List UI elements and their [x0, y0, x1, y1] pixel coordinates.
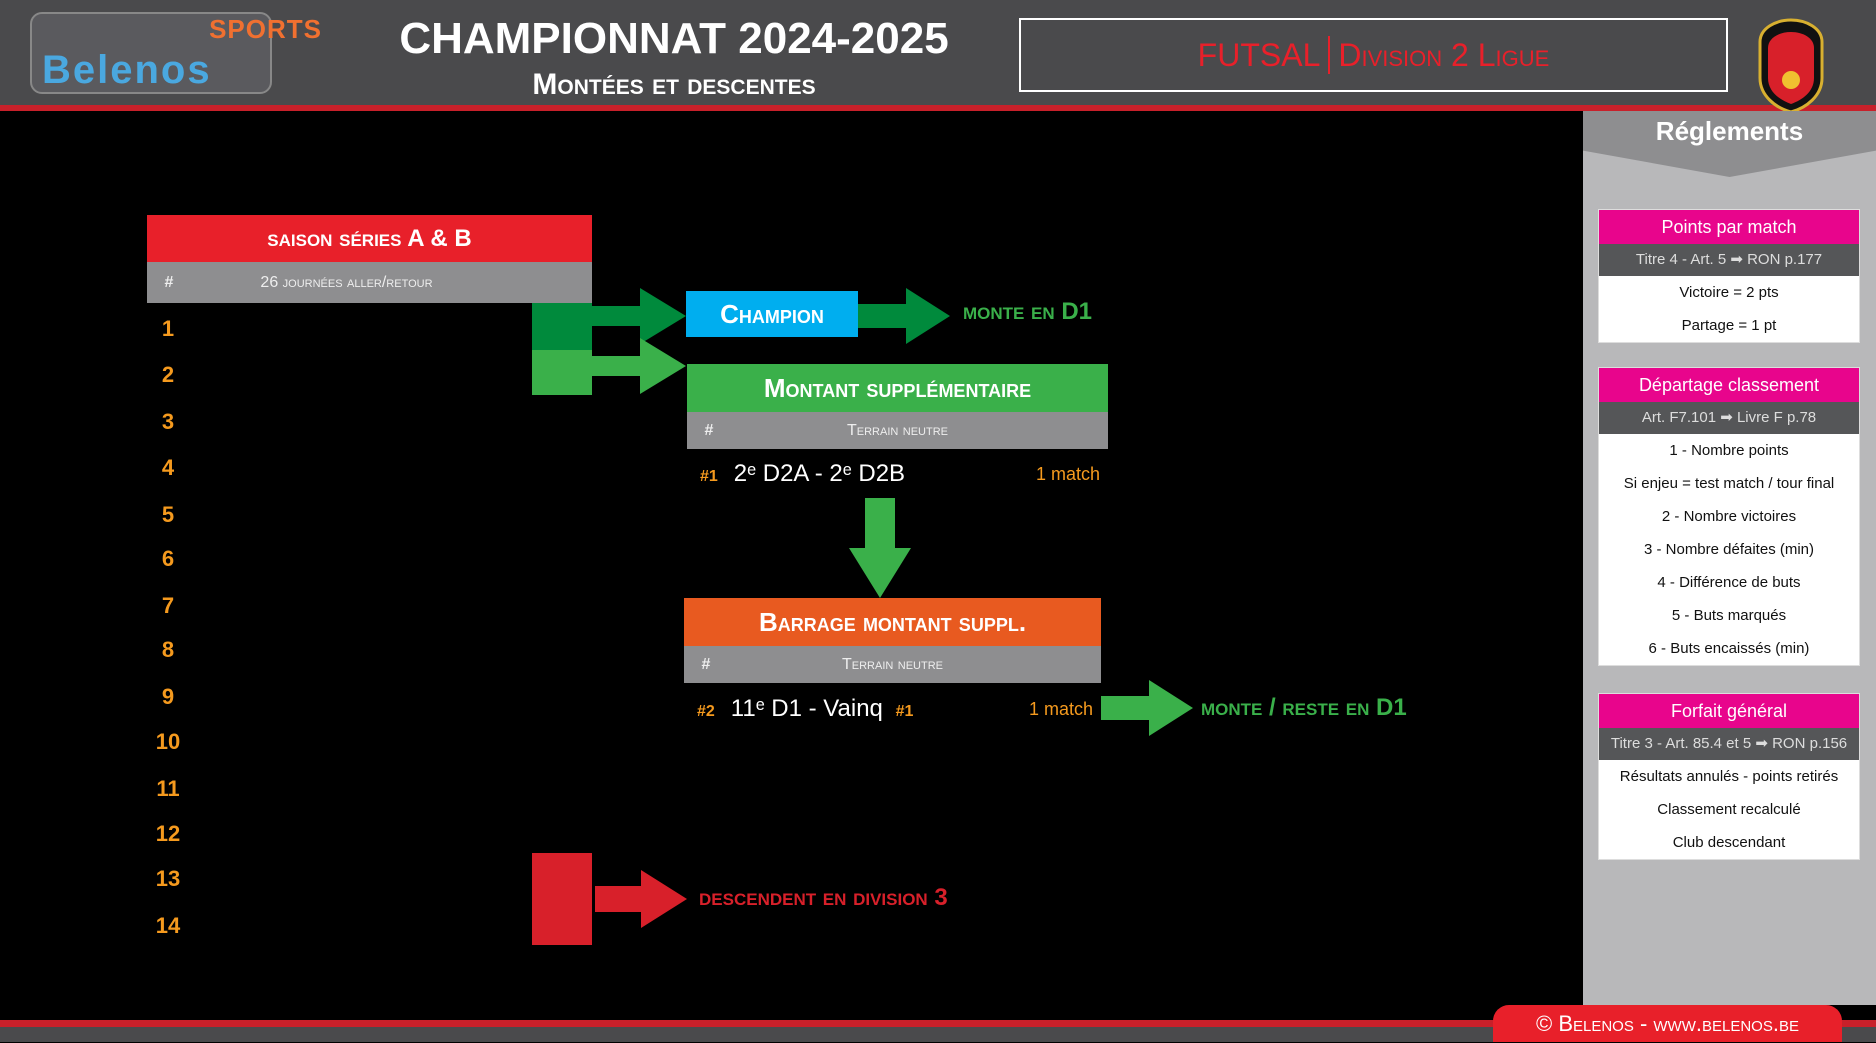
hash-label: #	[164, 273, 174, 291]
hash-label: #	[704, 421, 714, 439]
rule-title: Départage classement	[1599, 368, 1859, 402]
copyright-link[interactable]: © Belenos - www.belenos.be	[1493, 1005, 1842, 1042]
champion-zone	[532, 303, 592, 350]
rule-line: Résultats annulés - points retirés	[1619, 768, 1839, 785]
barrage-subheader: # Terrain neutre	[684, 646, 1101, 683]
position-number: 6	[161, 546, 175, 571]
position-number: 12	[155, 821, 181, 846]
rounds-label: 26 journées aller/retour	[260, 273, 433, 291]
rule-line: Si enjeu = test match / tour final	[1623, 475, 1835, 492]
match-teams: 11ᵉ D1 - Vainq	[730, 695, 883, 722]
montant-subheader: # Terrain neutre	[687, 412, 1108, 449]
footer-bar	[0, 1027, 1876, 1042]
venue-label: Terrain neutre	[841, 655, 943, 673]
position-number: 10	[155, 729, 181, 754]
position-number: 5	[161, 502, 175, 527]
competition-box: FUTSAL Division 2 Ligue	[1019, 18, 1728, 92]
rule-line: Club descendant	[1672, 834, 1786, 851]
match-id: #1	[700, 468, 718, 485]
page-title: CHAMPIONNAT 2024-2025	[399, 14, 949, 63]
relegation-zone	[532, 853, 592, 945]
federation-shield-icon	[1758, 18, 1824, 114]
barrage-match-row: #2 11ᵉ D1 - Vainq #1 1 match	[697, 695, 1093, 723]
standings-title: saison séries A & B	[147, 215, 592, 262]
division-label: Division 2 Ligue	[1338, 36, 1550, 73]
hash-label: #	[701, 655, 711, 673]
rule-reference: Titre 4 - Art. 5 ➡ RON p.177	[1599, 244, 1859, 276]
logo-sports-text: SPORTS	[209, 14, 322, 44]
arrow-right-icon	[595, 870, 687, 928]
position-number: 1	[161, 316, 175, 341]
position-number: 8	[161, 637, 175, 662]
rule-reference: Titre 3 - Art. 85.4 et 5 ➡ RON p.156	[1599, 728, 1859, 760]
rule-line: 5 - Buts marqués	[1671, 607, 1787, 624]
match-count: 1 match	[1028, 699, 1093, 719]
rule-line: 2 - Nombre victoires	[1661, 508, 1797, 525]
match-teams: 2ᵉ D2A - 2ᵉ D2B	[733, 460, 906, 487]
barrage-result: monte / reste en D1	[1201, 694, 1407, 721]
champion-box: Champion	[686, 291, 858, 337]
footer-divider	[0, 1020, 1876, 1027]
position-number: 11	[156, 776, 180, 801]
rule-line: 4 - Différence de buts	[1657, 574, 1801, 591]
header	[0, 0, 1876, 105]
sport-label: FUTSAL	[1197, 36, 1321, 73]
arrow-right-icon	[858, 288, 950, 344]
header-divider	[0, 105, 1876, 111]
belenos-logo[interactable]: SPORTS Belenos	[30, 12, 321, 94]
match-count: 1 match	[1035, 464, 1100, 484]
rule-title: Points par match	[1599, 210, 1859, 244]
barrage-title: Barrage montant suppl.	[684, 598, 1101, 646]
rule-line: 3 - Nombre défaites (min)	[1643, 541, 1815, 558]
logo-brand-text: Belenos	[42, 48, 212, 92]
page-subtitle: Montées et descentes	[532, 68, 816, 101]
rule-reference: Art. F7.101 ➡ Livre F p.78	[1599, 402, 1859, 434]
rule-line: Classement recalculé	[1657, 801, 1801, 818]
rule-title: Forfait général	[1599, 694, 1859, 728]
montant-title: Montant supplémentaire	[687, 364, 1108, 412]
rule-line: 6 - Buts encaissés (min)	[1648, 640, 1810, 657]
match-id: #2	[697, 703, 715, 720]
position-number: 4	[161, 455, 175, 480]
position-number: 14	[155, 913, 181, 938]
montant-match-row: #1 2ᵉ D2A - 2ᵉ D2B 1 match	[700, 460, 1100, 488]
relegation-result: descendent en division 3	[699, 884, 948, 911]
rule-line: Partage = 1 pt	[1681, 317, 1777, 334]
position-number: 3	[161, 409, 175, 434]
position-number: 7	[161, 593, 175, 618]
rule-line: 1 - Nombre points	[1669, 442, 1789, 459]
separator	[1328, 36, 1331, 74]
venue-label: Terrain neutre	[846, 421, 948, 439]
rule-line: Victoire = 2 pts	[1679, 284, 1779, 301]
position-number: 13	[155, 866, 181, 891]
promotion-zone	[532, 350, 592, 395]
arrows-right-icon	[592, 288, 686, 394]
position-number: 9	[161, 684, 175, 709]
rules-title: Réglements	[1655, 116, 1804, 146]
standings-subheader: # 26 journées aller/retour	[147, 262, 592, 303]
arrow-right-icon	[1101, 680, 1193, 736]
champion-result: monte en D1	[963, 298, 1093, 325]
position-number: 2	[161, 362, 175, 387]
match-ref: #1	[895, 703, 914, 720]
arrow-down-icon	[849, 498, 911, 598]
